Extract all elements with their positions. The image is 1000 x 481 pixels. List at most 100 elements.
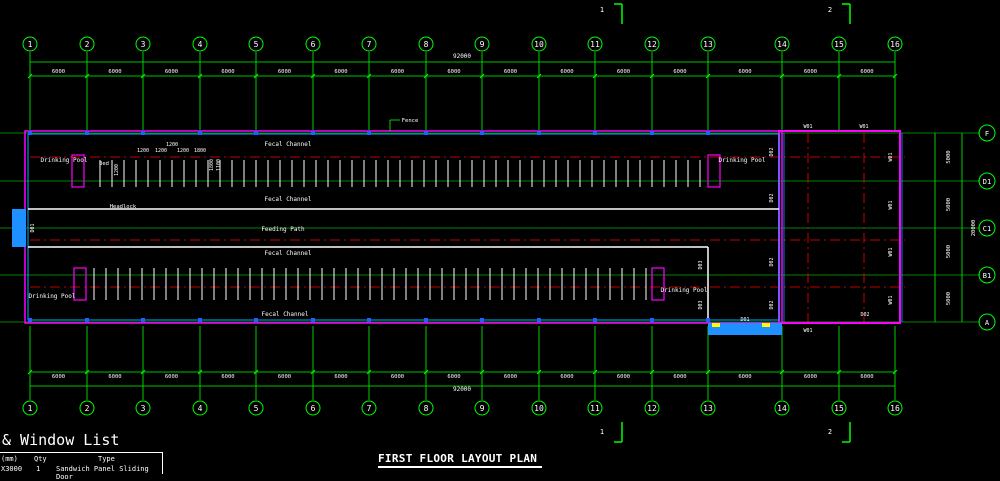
bay-dim-bottom-0: 6000 — [52, 374, 65, 380]
grid-label-6: 6 — [311, 40, 316, 49]
grid-bubble-bottom-8 — [418, 400, 434, 416]
grid-bubble-row-D1 — [978, 172, 996, 190]
bay-dim-top-3: 6000 — [221, 69, 234, 75]
label-feeding-path: Feeding Path — [261, 226, 305, 233]
column-bottom-6 — [367, 318, 371, 322]
dim-tick-bottom-3 — [197, 369, 203, 375]
bay-dim-top-0: 6000 — [52, 69, 65, 75]
grid-label-1: 1 — [28, 40, 33, 49]
row-dim-3: 5000 — [946, 292, 952, 305]
column-bottom-9 — [537, 318, 541, 322]
dim-tick-top-14 — [836, 73, 842, 79]
stall-dim-0: 1200 — [137, 148, 149, 154]
door-d03-label-2: D03 — [698, 300, 704, 309]
list-header-size: (mm) — [1, 455, 18, 463]
grid-label-16: 16 — [890, 40, 900, 49]
window-w01-4: W01 — [888, 152, 894, 161]
bay-dim-bottom-2: 6000 — [165, 374, 178, 380]
label-drinking-pool-br: Drinking Pool — [661, 287, 708, 294]
bay-dim-bottom-7: 6000 — [447, 374, 460, 380]
dim-tick-bottom-10 — [592, 369, 598, 375]
grid-label-8: 8 — [424, 40, 429, 49]
dim-tick-top-4 — [253, 73, 259, 79]
grid-label-bottom-4: 4 — [198, 404, 203, 413]
grid-label-row-C1: C1 — [983, 225, 991, 233]
dim-tick-top-7 — [423, 73, 429, 79]
label-fecal-channel-2: Fecal Channel — [265, 196, 312, 203]
stall-dim-4: 1800 — [194, 148, 206, 154]
grid-bubble-15 — [831, 36, 847, 52]
bay-dim-bottom-9: 6000 — [560, 374, 573, 380]
window-w01-2: W01 — [859, 124, 868, 130]
stall-dim-7: 1200 — [114, 164, 120, 176]
section-1-top-label: 1 — [600, 6, 604, 14]
bay-dim-top-6: 6000 — [391, 69, 404, 75]
stall-dim-3: 1200 — [177, 148, 189, 154]
column-bottom-1 — [85, 318, 89, 322]
dim-tick-top-10 — [592, 73, 598, 79]
drinking-pool-tr — [707, 154, 721, 188]
stall-dim-5: 1800 — [209, 159, 215, 171]
grid-label-7: 7 — [367, 40, 372, 49]
bay-dim-top-8: 6000 — [504, 69, 517, 75]
label-fecal-channel-1: Fecal Channel — [265, 141, 312, 148]
bay-dim-top-10: 6000 — [617, 69, 630, 75]
window-w01-1: W01 — [803, 124, 812, 130]
door-d02-label-4: D02 — [769, 300, 775, 309]
grid-bubble-bottom-6 — [305, 400, 321, 416]
list-header-type: Type — [98, 455, 115, 463]
bay-dim-top-7: 6000 — [447, 69, 460, 75]
grid-bubble-row-C1 — [978, 219, 996, 237]
grid-bubble-bottom-13 — [700, 400, 716, 416]
dim-tick-bottom-12 — [705, 369, 711, 375]
grid-bubble-5 — [248, 36, 264, 52]
dim-tick-top-12 — [705, 73, 711, 79]
grid-label-bottom-13: 13 — [703, 404, 713, 413]
grid-label-bottom-1: 1 — [28, 404, 33, 413]
label-headlock: Headlock — [110, 204, 137, 210]
grid-bubble-16 — [887, 36, 903, 52]
dim-tick-top-11 — [649, 73, 655, 79]
column-top-9 — [537, 131, 541, 135]
column-bottom-7 — [424, 318, 428, 322]
grid-bubble-bottom-12 — [644, 400, 660, 416]
stall-dim-2: 1200 — [166, 142, 178, 148]
bay-dim-bottom-4: 6000 — [278, 374, 291, 380]
bay-dim-bottom-1: 6000 — [108, 374, 121, 380]
window-w01-7: W01 — [888, 295, 894, 304]
drinking-pool-br — [651, 267, 665, 301]
grid-label-bottom-10: 10 — [534, 404, 544, 413]
door-marker-2 — [762, 323, 770, 327]
dim-tick-bottom-14 — [836, 369, 842, 375]
grid-label-row-A: A — [985, 319, 990, 327]
bay-dim-bottom-6: 6000 — [391, 374, 404, 380]
door-window-list-table: (mm) Qty Type X3000 1 Sandwich Panel Sli… — [0, 452, 163, 481]
overall-length-bottom: 92000 — [453, 386, 471, 393]
dim-tick-bottom-8 — [479, 369, 485, 375]
grid-bubble-4 — [192, 36, 208, 52]
bay-dim-bottom-5: 6000 — [334, 374, 347, 380]
door-d02-label-2: D02 — [769, 193, 775, 202]
grid-label-row-F: F — [985, 130, 989, 138]
column-top-4 — [254, 131, 258, 135]
stall-dim-6: 1100 — [216, 159, 222, 171]
grid-label-bottom-7: 7 — [367, 404, 372, 413]
dim-tick-bottom-1 — [84, 369, 90, 375]
list-cell-qty: 1 — [36, 465, 41, 473]
grid-bubble-bottom-7 — [361, 400, 377, 416]
drinking-pool-tl — [71, 154, 85, 188]
dim-tick-top-8 — [479, 73, 485, 79]
grid-bubble-bottom-2 — [79, 400, 95, 416]
grid-bubble-bottom-4 — [192, 400, 208, 416]
list-cell-type: Sandwich Panel Sliding Door — [56, 465, 149, 481]
grid-bubble-2 — [79, 36, 95, 52]
door-marker-1 — [712, 323, 720, 327]
label-drinking-pool-bl: Drinking Pool — [29, 293, 76, 300]
grid-bubble-bottom-16 — [887, 400, 903, 416]
window-w01-6: W01 — [888, 247, 894, 256]
dim-tick-bottom-7 — [423, 369, 429, 375]
grid-label-13: 13 — [703, 40, 713, 49]
bay-dim-top-11: 6000 — [673, 69, 686, 75]
grid-bubble-bottom-10 — [531, 400, 547, 416]
label-fecal-channel-3: Fecal Channel — [265, 250, 312, 257]
